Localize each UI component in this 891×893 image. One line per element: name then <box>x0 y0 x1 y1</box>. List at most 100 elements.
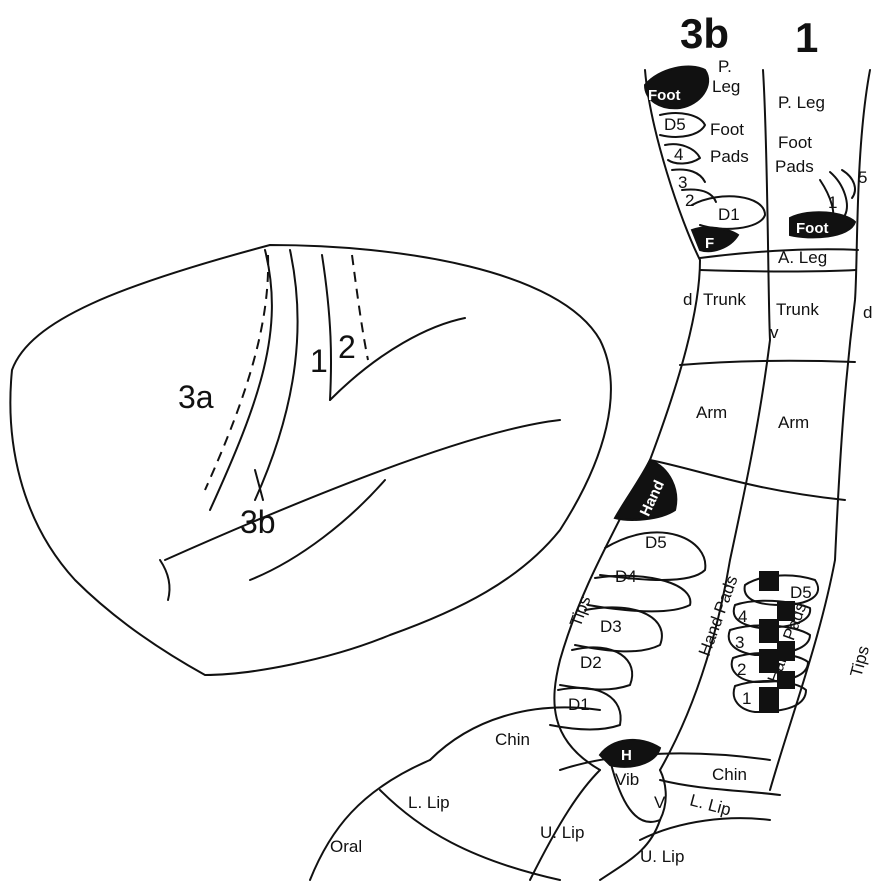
aleg-1-label: A. Leg <box>778 248 827 267</box>
foot-1-label: Foot <box>796 220 828 237</box>
lateral-sulcus <box>164 419 561 561</box>
d3-3b-shape <box>671 168 706 183</box>
hd4-3b-label: D4 <box>615 567 637 586</box>
pleg-1-label: P. Leg <box>778 93 825 112</box>
check-block <box>777 641 795 661</box>
hd1-3b-label: D1 <box>568 695 590 714</box>
h-3b-label: H <box>621 747 632 764</box>
check-block <box>759 649 779 673</box>
hd3-3b-shape <box>574 606 663 653</box>
oral-3b-label: Oral <box>330 837 362 856</box>
header-area-3b: 3b <box>680 10 729 57</box>
area-3b-1-border <box>659 69 771 771</box>
hd3-3b-label: D3 <box>600 617 622 636</box>
band-line-face <box>559 752 771 771</box>
hd5-1-label: D5 <box>790 583 812 602</box>
foot-3b-label: Foot <box>648 87 680 104</box>
band-line-ulip <box>529 769 601 881</box>
foot-pads-3b-line1: Foot <box>710 120 744 139</box>
hd1-3b-shape <box>549 686 622 731</box>
area-2-label: 2 <box>338 329 356 365</box>
hd1-1-shape <box>732 680 807 713</box>
foot-3b-black <box>643 65 710 110</box>
band-line-ulip-1 <box>599 819 661 881</box>
h-3b-black <box>598 738 662 768</box>
d5-3b-shape <box>659 112 706 138</box>
trunk-3b-label: Trunk <box>703 290 746 309</box>
trunk-1-label: Trunk <box>776 300 819 319</box>
band-line-leg-trunk <box>699 248 859 259</box>
vib-3b-label: Vib <box>615 770 639 789</box>
area-1-label: 1 <box>310 343 328 379</box>
area-3a-label: 3a <box>178 379 214 415</box>
band-line-chin-1 <box>659 779 781 796</box>
hand-3b-black <box>613 458 678 521</box>
hd2-1-label: 2 <box>737 660 746 679</box>
arm-3b-label: Arm <box>696 403 727 422</box>
toe-1-shape-c <box>841 169 856 199</box>
check-block <box>759 619 779 643</box>
brain-outline-drawing: 3a 3b 1 2 <box>9 244 612 676</box>
dashed-border-2 <box>351 254 369 361</box>
foot-1-black <box>789 211 857 239</box>
d2-3b-label: 2 <box>685 191 694 210</box>
sulcus-3b-tick <box>254 469 264 501</box>
d-3b-label: d <box>683 290 692 309</box>
f-3b-label: F <box>705 235 714 252</box>
hd5-3b-label: D5 <box>645 533 667 552</box>
pleg-3b-line1: P. <box>718 57 732 76</box>
check-block <box>777 671 795 689</box>
d-1-label: d <box>863 303 872 322</box>
tips-3b-label: Tips <box>566 593 595 629</box>
d4-3b-label: 4 <box>674 145 683 164</box>
pleg-3b-line2: Leg <box>712 77 740 96</box>
checkered-blocks-1 <box>759 571 795 713</box>
d3-3b-label: 3 <box>678 173 687 192</box>
hd4-1-shape <box>732 599 812 629</box>
n1-1-label: 1 <box>828 193 837 212</box>
sulcus-bottom-stub <box>159 559 171 601</box>
intraparietal-sulcus <box>329 317 466 401</box>
f-3b-black <box>690 226 740 253</box>
area-1-border <box>321 254 333 401</box>
chin-1-label: Chin <box>712 765 747 784</box>
llip-1-label: L. Lip <box>688 790 733 819</box>
band-line-llip <box>379 789 561 881</box>
foot-pads-1-line2: Pads <box>775 157 814 176</box>
check-block <box>759 571 779 591</box>
hd3-1-label: 3 <box>735 633 744 652</box>
hd5-3b-shape <box>599 531 707 581</box>
area-1-right-border <box>769 69 871 791</box>
band-line-arm-hand <box>649 459 846 501</box>
band-line-oral <box>309 759 431 881</box>
hd1-1-label: 1 <box>742 689 751 708</box>
brain-outline <box>9 244 612 676</box>
n5-1-label: 5 <box>858 168 867 187</box>
hd4-1-label: 4 <box>738 607 747 626</box>
v-1-label: V <box>654 793 666 812</box>
d1-3b-label: D1 <box>718 205 740 224</box>
dashed-border-3a <box>204 254 270 491</box>
header-area-1: 1 <box>795 14 818 61</box>
llip-3b-label: L. Lip <box>408 793 450 812</box>
d2-3b-shape <box>681 188 717 203</box>
hd4-3b-shape <box>587 574 692 613</box>
somatotopic-map: 3b 1 Foot P. Leg D5 Foot Pads 4 3 <box>309 10 874 881</box>
sulcus-lower <box>249 479 386 581</box>
d5-3b-label: D5 <box>664 115 686 134</box>
band-line-chin <box>429 706 601 761</box>
ulip-3b-label: U. Lip <box>540 823 584 842</box>
area-3b-label: 3b <box>240 504 276 540</box>
chin-3b-label: Chin <box>495 730 530 749</box>
band-line-aleg <box>699 269 857 273</box>
v-3b-label: v <box>770 323 779 342</box>
foot-pads-3b-line2: Pads <box>710 147 749 166</box>
toe-1-shape-b <box>829 171 848 216</box>
area-3b-border <box>254 249 299 501</box>
check-block <box>759 687 779 713</box>
foot-pads-1-line1: Foot <box>778 133 812 152</box>
tips-1-label: Tips <box>847 644 874 679</box>
band-line-trunk-arm <box>679 359 856 366</box>
